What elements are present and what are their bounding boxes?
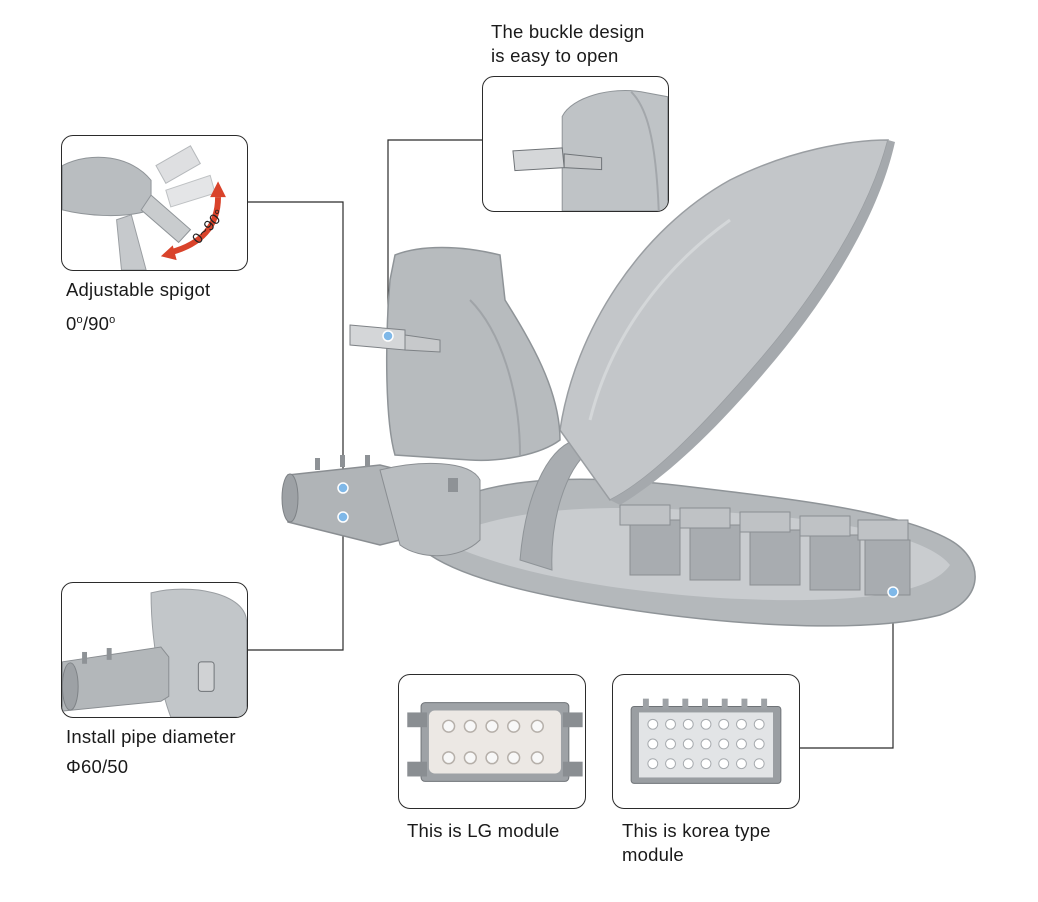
driver-box [349, 246, 561, 462]
korea-module-caption-line1: This is korea type [622, 820, 771, 841]
buckle-caption-line2: is easy to open [491, 45, 619, 66]
pipe-spigot [281, 455, 481, 557]
rotation-arrow-icon [169, 196, 222, 256]
pipe-caption-value: Φ60/50 [66, 756, 129, 777]
leader-line-spigot [248, 201, 344, 488]
callout-dot-buckle [382, 330, 394, 342]
lg-module-box [398, 674, 586, 809]
spigot-degree-a: o [76, 314, 83, 326]
lamp-lid [559, 139, 895, 505]
buckle-detail-image [512, 90, 668, 211]
leader-lines [248, 139, 894, 749]
lg-module-image [407, 702, 583, 782]
leader-line-buckle [387, 139, 482, 336]
callout-dot-pipe [337, 511, 349, 523]
pipe-caption: Install pipe diameter Φ60/50 [66, 725, 236, 779]
spigot-angle-b: /90 [82, 313, 110, 334]
spigot-caption-angles: 0o/90o [66, 308, 210, 336]
korea-module-caption-line2: module [622, 844, 684, 865]
spigot-detail-image [62, 145, 226, 270]
spigot-detail-box: 0~90° [61, 135, 248, 271]
lamp-housing [419, 439, 976, 627]
pipe-detail-image [62, 588, 247, 717]
buckle-caption-line1: The buckle design [491, 21, 645, 42]
spigot-degree-b: o [109, 314, 116, 326]
callout-dot-spigot [337, 482, 349, 494]
callout-dot-module [887, 586, 899, 598]
lg-module-caption: This is LG module [407, 820, 560, 841]
spigot-caption: Adjustable spigot 0o/90o [66, 278, 210, 336]
pipe-detail-box [61, 582, 248, 718]
korea-module-box [612, 674, 800, 809]
leader-line-pipe [248, 517, 344, 651]
led-modules [619, 504, 911, 596]
spigot-caption-title: Adjustable spigot [66, 279, 211, 300]
leader-line-module [800, 592, 894, 749]
buckle-detail-box [482, 76, 669, 212]
buckle-caption: The buckle design is easy to open [491, 20, 645, 68]
korea-module-caption: This is korea type module [622, 819, 771, 867]
spigot-angle-a: 0 [66, 313, 77, 334]
callout-dots [337, 330, 899, 598]
korea-module-image [630, 698, 782, 784]
pipe-caption-title: Install pipe diameter [66, 726, 236, 747]
